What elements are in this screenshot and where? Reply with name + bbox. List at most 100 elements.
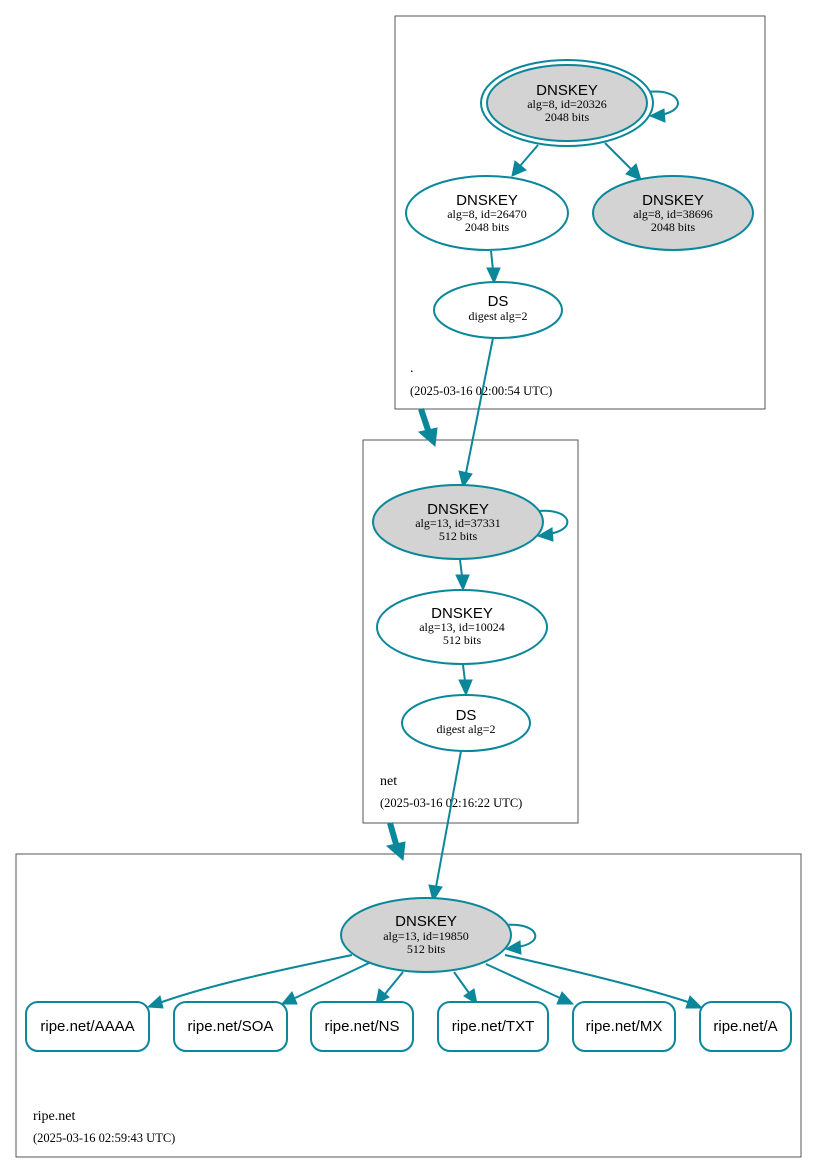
node-root-ksk-title: DNSKEY bbox=[536, 82, 598, 99]
edge-ripe-key-mx-head bbox=[556, 991, 575, 1005]
edge-net-ksk-zsk-head bbox=[455, 574, 470, 592]
node-root-zsk1-shape bbox=[405, 175, 569, 251]
zone-root-timestamp: (2025-03-16 02:00:54 UTC) bbox=[410, 384, 552, 398]
node-root-ksk-shape bbox=[486, 64, 648, 142]
zone-ripe-net-timestamp: (2025-03-16 02:59:43 UTC) bbox=[33, 1131, 175, 1145]
node-root-zsk2-alg: alg=8, id=38696 bbox=[633, 207, 713, 221]
edge-root-ds-net-ksk-head bbox=[458, 470, 473, 489]
node-root-zsk1-alg: alg=8, id=26470 bbox=[447, 207, 527, 221]
rrset-a-label: ripe.net/A bbox=[713, 1018, 777, 1035]
edge-root-ksk-zsk2 bbox=[604, 142, 633, 171]
rrset-aaaa-box bbox=[25, 1001, 150, 1052]
edge-net-ksk-self bbox=[537, 509, 569, 535]
edge-ripe-key-txt-head bbox=[463, 988, 478, 1006]
node-net-ksk-title: DNSKEY bbox=[427, 501, 489, 518]
rrset-txt: ripe.net/TXT bbox=[437, 1001, 549, 1052]
node-root-ds-title: DS bbox=[488, 293, 509, 310]
node-root-ksk-alg: alg=8, id=20326 bbox=[527, 97, 607, 111]
zone-ripe-net-name: ripe.net bbox=[33, 1109, 75, 1124]
edge-ripe-key-mx bbox=[485, 963, 561, 999]
zone-net-name: net bbox=[380, 774, 397, 789]
edge-net-zsk-ds-head bbox=[458, 679, 473, 697]
delegation-arrows bbox=[385, 408, 438, 862]
rrset-ns: ripe.net/NS bbox=[310, 1001, 414, 1052]
edge-ripe-key-soa bbox=[294, 962, 370, 999]
node-net-ds: DS digest alg=2 bbox=[401, 694, 531, 752]
node-net-ksk-alg: alg=13, id=37331 bbox=[415, 516, 501, 530]
node-net-ds-title: DS bbox=[456, 707, 477, 724]
rrset-mx: ripe.net/MX bbox=[572, 1001, 676, 1052]
node-root-ksk-bits: 2048 bits bbox=[545, 110, 590, 124]
node-net-zsk: DNSKEY alg=13, id=10024 512 bits bbox=[376, 589, 548, 665]
edge-ripe-key-soa-head bbox=[280, 991, 298, 1005]
edge-ripe-key-aaaa bbox=[161, 954, 353, 1003]
delegation-net-to-ripe bbox=[387, 822, 399, 845]
rrset-txt-label: ripe.net/TXT bbox=[452, 1018, 535, 1035]
zone-root-name: . bbox=[410, 361, 414, 376]
node-net-ksk-shape bbox=[372, 484, 544, 560]
rrset-mx-box bbox=[572, 1001, 676, 1052]
node-root-zsk2-bits: 2048 bits bbox=[651, 220, 696, 234]
node-ripe-key: DNSKEY alg=13, id=19850 512 bits bbox=[340, 897, 512, 973]
edge-net-ds-ripe-key-head bbox=[428, 884, 443, 903]
node-root-ds: DS digest alg=2 bbox=[433, 281, 563, 339]
edge-net-zsk-ds bbox=[462, 664, 466, 682]
edge-net-ds-ripe-key bbox=[435, 750, 462, 888]
rrset-a: ripe.net/A bbox=[699, 1001, 792, 1052]
rrset-soa-label: ripe.net/SOA bbox=[188, 1018, 274, 1035]
node-net-ksk: DNSKEY alg=13, id=37331 512 bits bbox=[372, 484, 544, 560]
node-root-ksk: DNSKEY alg=8, id=20326 2048 bits bbox=[480, 59, 654, 147]
delegation-root-to-net bbox=[418, 408, 431, 431]
signing-edges bbox=[146, 90, 704, 1009]
edge-root-ds-net-ksk bbox=[465, 337, 494, 474]
node-root-ds-shape bbox=[433, 281, 563, 339]
node-net-ds-digest: digest alg=2 bbox=[436, 722, 495, 736]
rrset-aaaa: ripe.net/AAAA bbox=[25, 1001, 150, 1052]
edge-root-ksk-zsk1 bbox=[519, 144, 539, 167]
node-ripe-key-alg: alg=13, id=19850 bbox=[383, 929, 469, 943]
edge-ripe-key-self bbox=[504, 923, 537, 948]
edge-net-ksk-self-head bbox=[536, 527, 554, 542]
edge-net-ksk-zsk bbox=[459, 559, 463, 577]
node-ripe-key-title: DNSKEY bbox=[395, 913, 457, 930]
edge-root-ksk-zsk2-head bbox=[625, 163, 642, 181]
node-root-zsk1-title: DNSKEY bbox=[456, 192, 518, 209]
node-root-zsk2: DNSKEY alg=8, id=38696 2048 bits bbox=[592, 175, 754, 251]
node-root-zsk1: DNSKEY alg=8, id=26470 2048 bits bbox=[405, 175, 569, 251]
rrset-txt-box bbox=[437, 1001, 549, 1052]
node-root-ds-digest: digest alg=2 bbox=[468, 309, 527, 323]
edge-root-ksk-zsk1-head bbox=[511, 160, 527, 177]
node-net-zsk-title: DNSKEY bbox=[431, 605, 493, 622]
edge-ripe-key-ns bbox=[384, 971, 404, 995]
edge-ripe-key-aaaa-head bbox=[146, 995, 164, 1009]
edge-root-ksk-self bbox=[647, 90, 679, 116]
node-root-zsk2-title: DNSKEY bbox=[642, 192, 704, 209]
node-net-zsk-alg: alg=13, id=10024 bbox=[419, 620, 505, 634]
rrset-ns-box bbox=[310, 1001, 414, 1052]
node-ripe-key-shape bbox=[340, 897, 512, 973]
node-net-ksk-bits: 512 bits bbox=[439, 529, 478, 543]
rrset-a-box bbox=[699, 1001, 792, 1052]
node-net-zsk-bits: 512 bits bbox=[443, 633, 482, 647]
rrset-mx-label: ripe.net/MX bbox=[586, 1018, 663, 1035]
edge-ripe-key-a-head bbox=[685, 995, 704, 1009]
edge-root-zsk1-ds-head bbox=[486, 267, 501, 285]
rrset-soa: ripe.net/SOA bbox=[173, 1001, 288, 1052]
edge-root-ksk-self-head bbox=[648, 108, 666, 123]
edge-ripe-key-self-head bbox=[504, 940, 522, 955]
node-net-zsk-shape bbox=[376, 589, 548, 665]
edge-root-zsk1-ds bbox=[490, 250, 494, 271]
rrset-aaaa-label: ripe.net/AAAA bbox=[40, 1018, 134, 1035]
edge-ripe-key-a bbox=[504, 954, 689, 1003]
node-root-zsk1-bits: 2048 bits bbox=[465, 220, 510, 234]
rrset-ns-label: ripe.net/NS bbox=[324, 1018, 399, 1035]
node-root-zsk2-shape bbox=[592, 175, 754, 251]
node-ripe-key-bits: 512 bits bbox=[407, 942, 446, 956]
rrset-soa-box bbox=[173, 1001, 288, 1052]
delegation-root-to-net-head bbox=[417, 427, 438, 448]
delegation-net-to-ripe-head bbox=[385, 841, 406, 862]
edge-ripe-key-ns-head bbox=[375, 988, 390, 1005]
edge-ripe-key-txt bbox=[453, 971, 470, 994]
node-net-ds-shape bbox=[401, 694, 531, 752]
